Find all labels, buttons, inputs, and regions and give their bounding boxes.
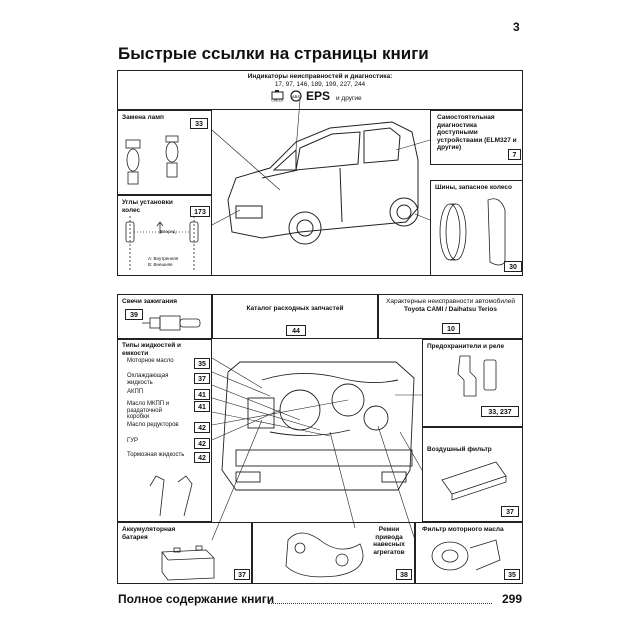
selfdiag-box: Самостоятельная диагностика доступными у… (430, 110, 523, 165)
fluid-item-page-badge[interactable]: 42 (194, 422, 210, 433)
lamp-bulb-icon (125, 135, 179, 185)
fluid-item-label: Масло МКПП и раздаточной коробки (127, 401, 170, 421)
check-engine-icon: CHECK (270, 90, 286, 102)
airfilter-box: Воздушный фильтр 37 (422, 427, 523, 522)
footer[interactable]: Полное содержание книги 299 (118, 592, 522, 608)
indicators-title: Индикаторы неисправностей и диагностика: (247, 73, 393, 80)
tires-box: Шины, запасное колесо 30 (430, 180, 523, 276)
oilfilter-box: Фильтр моторного масла 35 (415, 522, 523, 584)
fluids-box: Типы жидкостей и емкости Моторное масло 3… (117, 339, 212, 522)
spark-page-badge[interactable]: 39 (125, 309, 143, 320)
fuses-page-badge[interactable]: 33, 237 (481, 406, 519, 417)
battery-title: Аккумуляторная батарея (122, 526, 176, 541)
fluids-title: Типы жидкостей и емкости (122, 342, 181, 357)
battery-box: Аккумуляторная батарея 37 (117, 522, 252, 584)
wheel-legend-b: B: Внешняя (148, 262, 173, 267)
abs-icon: ABS (290, 90, 302, 102)
battery-page-badge[interactable]: 37 (234, 569, 250, 580)
fluid-item-page-badge[interactable]: 41 (194, 389, 210, 400)
tire-icon (439, 198, 506, 266)
wheel-forward-label: Вперед (160, 229, 176, 234)
wheel-legend-a: A: Внутренняя (148, 256, 179, 261)
oil-filter-icon (431, 539, 501, 571)
lamp-box: Замена ламп 33 (117, 110, 212, 195)
fluid-item-label: Масло редукторов (127, 422, 179, 428)
svg-text:ABS: ABS (292, 94, 300, 99)
wheel-alignment-icon (125, 216, 199, 270)
air-filter-icon (441, 461, 507, 501)
fluid-item-page-badge[interactable]: 37 (194, 373, 210, 384)
airfilter-title: Воздушный фильтр (427, 446, 492, 453)
fluid-item-page-badge[interactable]: 42 (194, 452, 210, 463)
fluid-item-label: АКПП (127, 389, 144, 395)
belts-page-badge[interactable]: 38 (396, 569, 412, 580)
faults-box: Характерные неисправности автомобилей To… (378, 294, 523, 339)
wheel-box: Углы установки колес 173 Вперед A: Внутр… (117, 195, 212, 276)
lamp-page-badge[interactable]: 33 (190, 118, 208, 129)
engine-bay-illustration (221, 361, 415, 491)
belt-icon (285, 532, 364, 578)
belts-box: Ремни привода навесных агрегатов 38 (252, 522, 415, 584)
selfdiag-title: Самостоятельная диагностика доступными у… (437, 114, 517, 151)
indicators-pages: 17, 97, 146, 189, 199, 227, 244 (274, 81, 366, 88)
faults-page-badge[interactable]: 10 (442, 323, 460, 334)
fluid-item-page-badge[interactable]: 42 (194, 438, 210, 449)
svg-text:CHECK: CHECK (271, 99, 284, 103)
fluid-item-label: Охлаждающая жидкость (127, 373, 169, 386)
belts-title: Ремни привода навесных агрегатов (373, 526, 405, 556)
fluid-item-label: ГУР (127, 438, 139, 444)
eps-label: EPS (306, 89, 331, 103)
oilfilter-page-badge[interactable]: 35 (504, 569, 520, 580)
indicators-box: Индикаторы неисправностей и диагностика:… (117, 70, 523, 110)
battery-icon (161, 545, 215, 581)
fluid-item-page-badge[interactable]: 35 (194, 358, 210, 369)
fuses-title: Предохранители и реле (427, 343, 505, 350)
fluid-item-page-badge[interactable]: 41 (194, 401, 210, 412)
spark-title: Свечи зажигания (122, 298, 178, 305)
funnel-tools-icon (149, 475, 193, 517)
fuse-icon (457, 355, 497, 397)
leader-lines (211, 99, 431, 541)
page-title: Быстрые ссылки на страницы книги (118, 44, 429, 63)
lamp-title: Замена ламп (122, 114, 164, 121)
footer-dots (268, 603, 492, 604)
selfdiag-page-badge[interactable]: 7 (508, 149, 521, 160)
car-illustration (227, 121, 419, 245)
faults-title: Характерные неисправности автомобилей (386, 298, 515, 305)
wheel-page-badge[interactable]: 173 (190, 206, 210, 217)
fluid-item-label: Моторное масло (127, 358, 174, 364)
indicators-other: и другие (336, 95, 362, 102)
wheel-title: Углы установки колес (122, 199, 173, 214)
spark-box: Свечи зажигания 39 (117, 294, 212, 339)
catalog-title: Каталог расходных запчастей (246, 305, 344, 312)
faults-models: Toyota CAMI / Daihatsu Terios (404, 306, 497, 313)
spark-plug-icon (142, 315, 201, 331)
tires-title: Шины, запасное колесо (435, 184, 512, 191)
catalog-page-badge[interactable]: 44 (286, 325, 306, 336)
tires-page-badge[interactable]: 30 (504, 261, 522, 272)
footer-text: Полное содержание книги (118, 592, 278, 606)
fuses-box: Предохранители и реле 33, 237 (422, 339, 523, 427)
footer-page: 299 (501, 592, 522, 606)
page-number: 3 (513, 20, 520, 34)
fluid-item-label: Тормозная жидкость (127, 452, 185, 458)
catalog-box: Каталог расходных запчастей 44 (212, 294, 378, 339)
airfilter-page-badge[interactable]: 37 (501, 506, 519, 517)
oilfilter-title: Фильтр моторного масла (422, 526, 504, 533)
